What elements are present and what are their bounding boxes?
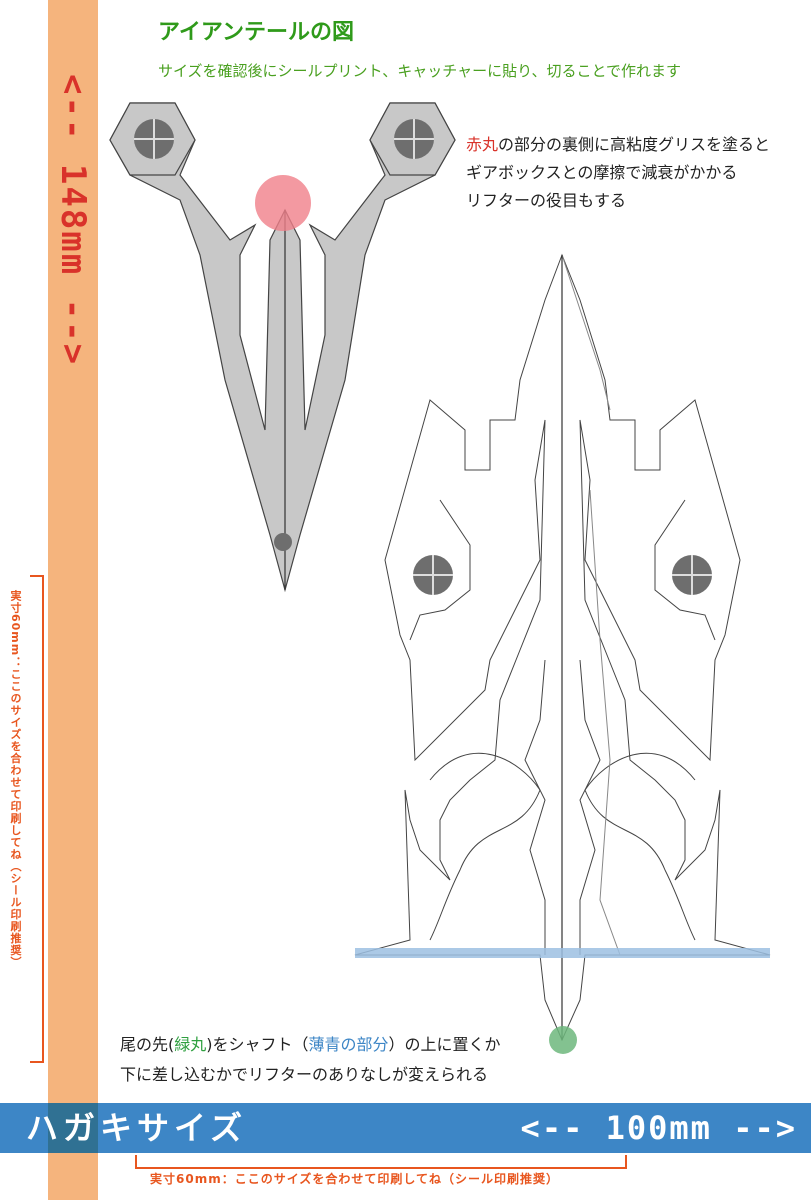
band-overlap bbox=[48, 1103, 98, 1153]
red-circle-word: 赤丸 bbox=[466, 135, 499, 154]
postcard-size-label: ハガキサイズ bbox=[26, 1109, 248, 1147]
left-large-mount-hole bbox=[413, 555, 453, 595]
left-scale-bracket bbox=[30, 575, 44, 1063]
green-circle-word: 緑丸 bbox=[174, 1035, 207, 1054]
shaft-note-line2: 下に差し込むかでリフターのありなしが変えられる bbox=[120, 1065, 489, 1084]
page-title: アイアンテールの図 bbox=[158, 20, 355, 45]
shaft-note-middle: )をシャフト（ bbox=[206, 1035, 309, 1054]
left-mount-hole bbox=[134, 119, 174, 159]
width-dimension-label: <-- 100mm --> bbox=[520, 1109, 797, 1147]
tail-outline-large bbox=[354, 253, 771, 1042]
green-tail-tip-circle bbox=[549, 1026, 577, 1054]
shaft-note-suffix: ）の上に置くか bbox=[388, 1035, 501, 1054]
shaft-note: 尾の先(緑丸)をシャフト（薄青の部分）の上に置くか 下に差し込むかでリフターのあ… bbox=[120, 1030, 501, 1090]
grease-note-line3: リフターの役目もする bbox=[466, 191, 627, 210]
bottom-size-band bbox=[0, 1103, 811, 1153]
shaft-note-prefix: 尾の先( bbox=[120, 1035, 175, 1054]
bottom-print-note: 実寸60mm：ここのサイズを合わせて印刷してね（シール印刷推奨） bbox=[150, 1172, 559, 1186]
left-print-note: 実寸60mm：ここのサイズを合わせて印刷してね（シール印刷推奨） bbox=[9, 590, 22, 969]
right-large-mount-hole bbox=[672, 555, 712, 595]
red-grease-circle bbox=[255, 175, 311, 231]
grease-note-line1: の部分の裏側に高粘度グリスを塗ると bbox=[498, 135, 771, 154]
tail-part-gray bbox=[109, 102, 456, 593]
height-dimension-label: <-- 148mm --> bbox=[53, 73, 93, 367]
page-subtitle: サイズを確認後にシールプリント、キャッチャーに貼り、切ることで作れます bbox=[158, 62, 682, 80]
bottom-scale-bracket bbox=[135, 1155, 627, 1169]
light-blue-word: 薄青の部分 bbox=[308, 1035, 389, 1054]
left-size-band bbox=[48, 0, 98, 1200]
right-mount-hole bbox=[394, 119, 434, 159]
shaft-light-blue bbox=[355, 948, 770, 958]
small-hole bbox=[274, 533, 292, 551]
grease-note: 赤丸の部分の裏側に高粘度グリスを塗ると ギアボックスとの摩擦で減衰がかかる リフ… bbox=[466, 131, 770, 215]
grease-note-line2: ギアボックスとの摩擦で減衰がかかる bbox=[466, 163, 738, 182]
